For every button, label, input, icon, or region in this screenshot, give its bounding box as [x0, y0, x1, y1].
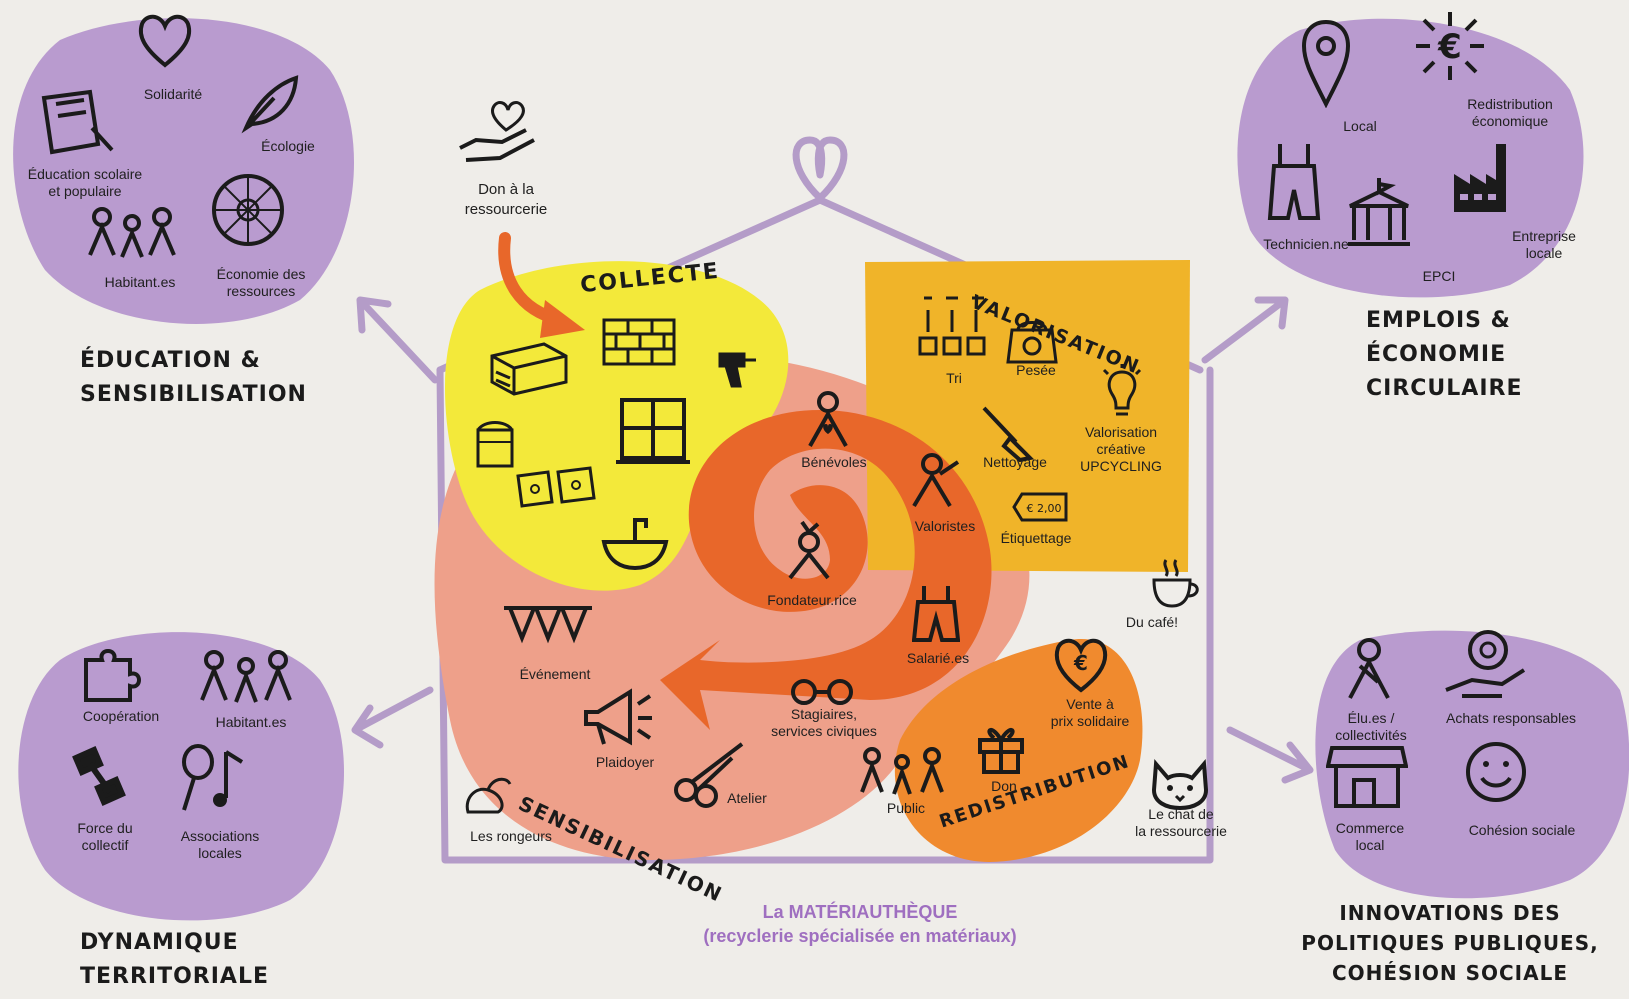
label-tri: Tri: [946, 370, 962, 386]
svg-text:€: €: [1073, 651, 1088, 675]
label-plaidoyer: Plaidoyer: [595, 754, 655, 770]
label-stagiaires: Stagiaires, services civiques: [771, 706, 877, 739]
sink-icon: [601, 518, 669, 571]
label-atelier: Atelier: [727, 790, 767, 806]
benevole-icon: [808, 391, 848, 447]
coffee-cup-icon: [1152, 559, 1199, 608]
dynamique-blob: [18, 632, 344, 921]
tiles-icon: [516, 466, 596, 508]
music-racket-icon: [182, 744, 244, 811]
dynamique-title: DYNAMIQUE TERRITORIALE: [80, 930, 270, 989]
label-cooperation: Coopération: [82, 708, 160, 724]
outward-arrows: [351, 296, 1314, 784]
label-du-cafe: Du café!: [1125, 614, 1179, 630]
wood-plank-icon: [490, 342, 568, 396]
label-vente-solidaire: Vente à prix solidaire: [1050, 696, 1130, 729]
svg-text:€ 2,00: € 2,00: [1027, 502, 1062, 515]
bricks-icon: [602, 318, 676, 366]
fondateur-icon: [788, 520, 830, 580]
overalls-icon: [1267, 144, 1321, 220]
label-solidarite: Solidarité: [143, 86, 203, 102]
label-pesee: Pesée: [1016, 362, 1056, 378]
label-les-rongeurs: Les rongeurs: [470, 828, 552, 844]
sorting-icon: [918, 296, 986, 356]
factory-icon: [1454, 144, 1506, 212]
svg-text:€: €: [1437, 27, 1462, 67]
broom-icon: [982, 406, 1035, 462]
puzzle-icon: [84, 649, 141, 702]
window-icon: [616, 398, 690, 464]
label-associations-locales: Associations locales: [180, 828, 260, 861]
gift-icon: [978, 728, 1024, 774]
scale-icon: [1006, 321, 1058, 364]
rodent-icon: [465, 777, 512, 814]
label-valorisation-creative: Valorisation créative UPCYCLING: [1080, 424, 1162, 474]
epci-building-icon: [1348, 178, 1410, 246]
label-local: Local: [1343, 118, 1377, 134]
central-spiral: [660, 410, 992, 730]
dumbbell-icon: [72, 746, 126, 806]
label-technicien: Technicien.ne: [1263, 236, 1349, 252]
label-ecologie: Écologie: [261, 138, 315, 154]
label-economie-ressources: Économie des ressources: [216, 266, 306, 299]
label-etiquettage: Étiquettage: [1000, 530, 1072, 546]
gear-hand-icon: [1445, 630, 1526, 698]
label-entreprise-locale: Entreprise locale: [1512, 228, 1576, 261]
label-cohesion-sociale: Cohésion sociale: [1468, 822, 1576, 838]
salarie-overalls-icon: [912, 586, 960, 642]
habitants-group-icon: [200, 650, 292, 703]
label-public: Public: [886, 800, 926, 816]
label-salaries: Salarié.es: [906, 650, 970, 666]
heart-euro-icon: €: [1054, 638, 1108, 693]
label-habitants-dyn: Habitant.es: [215, 714, 287, 730]
collecte-blob: [445, 261, 789, 591]
heart-hand-icon: [459, 101, 535, 162]
price-tag-icon: € 2,00: [1012, 492, 1068, 522]
label-force-collectif: Force du collectif: [77, 820, 133, 853]
euro-arrows-icon: €: [1416, 12, 1484, 80]
scissors-icon: [674, 742, 744, 808]
resources-wheel-icon: [212, 174, 284, 246]
label-don-redistribution: Don: [991, 778, 1017, 794]
label-fondateur: Fondateur.rice: [767, 592, 857, 608]
label-epci: EPCI: [1422, 268, 1456, 284]
smiley-icon: [1466, 742, 1526, 802]
emplois-title: EMPLOIS & ÉCONOMIE CIRCULAIRE: [1366, 308, 1523, 401]
label-habitants-edu: Habitant.es: [104, 274, 176, 290]
education-title: ÉDUCATION & SENSIBILISATION: [80, 348, 307, 407]
paint-can-icon: [476, 421, 514, 468]
label-nettoyage: Nettoyage: [983, 454, 1047, 470]
innovations-title: INNOVATIONS DES POLITIQUES PUBLIQUES, CO…: [1301, 901, 1599, 985]
label-benevoles: Bénévoles: [801, 454, 867, 470]
label-achats-responsables: Achats responsables: [1446, 710, 1576, 726]
label-don-ressourcerie: Don à la ressourcerie: [464, 181, 548, 218]
lightbulb-icon: [1102, 364, 1142, 416]
label-valoristes: Valoristes: [914, 518, 976, 534]
leaf-icon: [241, 75, 299, 134]
label-education-scolaire: Éducation scolaire et populaire: [27, 166, 143, 199]
cat-icon: [1151, 759, 1209, 811]
megaphone-icon: [584, 688, 652, 746]
heart-icon: [138, 14, 192, 68]
label-evenement: Événement: [519, 666, 591, 682]
materiautheque-caption: La MATÉRIAUTHÈQUE (recyclerie spécialisé…: [703, 902, 1017, 946]
drill-icon: [718, 352, 756, 388]
public-group-icon: [860, 747, 944, 795]
valoriste-icon: [912, 453, 960, 508]
habitants-icon: [88, 207, 176, 258]
label-redistribution-eco: Redistribution économique: [1467, 96, 1553, 129]
innovations-blob: [1315, 630, 1629, 899]
elu-icon: [1348, 638, 1390, 699]
label-chat-ressourcerie: Le chat de la ressourcerie: [1135, 806, 1227, 839]
emplois-blob: [1237, 18, 1584, 298]
storefront-icon: [1326, 746, 1408, 808]
glasses-icon: [791, 679, 853, 705]
label-elus: Élu.es / collectivités: [1335, 710, 1407, 743]
notebook-icon: [41, 89, 114, 155]
bunting-icon: [504, 606, 592, 644]
location-pin-icon: [1301, 19, 1351, 108]
label-commerce-local: Commerce local: [1335, 820, 1405, 853]
